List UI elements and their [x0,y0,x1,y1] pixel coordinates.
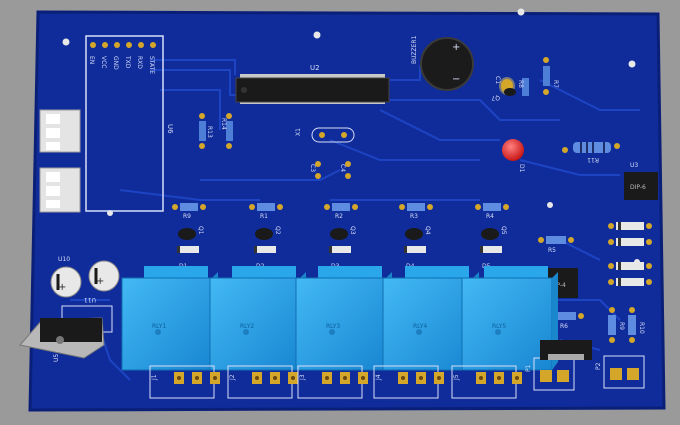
label-dip6: DIP-6 [630,184,646,191]
terminal-j-2: J2 [227,365,298,399]
label-r14: R14 [220,118,227,130]
label-j-5: J5 [453,374,460,381]
capacitor-c4: C4 [339,161,351,179]
q7-transistor: Q7 [491,88,516,101]
label-r-4: R3 [410,213,418,220]
optocoupler-u3: DIP-6 U3 [624,162,658,200]
label-q-5: Q5 [500,226,507,235]
relay-2: RLY2 [209,266,306,371]
label-c4: C4 [339,164,346,172]
label-q7: Q7 [491,94,500,101]
svg-text:−: − [452,74,460,85]
bt-pin-txd: TXD [124,55,131,69]
label-c1: C1 [494,76,501,84]
capacitor-c3: C3 [309,161,321,179]
label-u10: U10 [58,256,70,263]
bt-pin-vcc: VCC [100,56,107,68]
small-regulator [540,340,592,360]
label-u11: U11 [84,296,96,303]
label-d1-led: D1 [518,164,525,173]
buzzer: + − BUZZER1 [411,35,474,91]
label-r-2: R1 [260,213,268,220]
svg-text:+: + [96,276,104,287]
label-r11: R11 [587,156,599,163]
label-relay-3: RLY3 [326,323,340,330]
capacitor-u10: + U10 [50,256,82,298]
svg-text:+: + [452,42,460,53]
terminal-j-5: J5 [451,365,522,399]
label-j-4: J4 [375,374,382,381]
label-u6: U6 [166,124,174,134]
label-dip4: DIP-4 [550,282,566,289]
r13-resistor: R13 [199,113,213,149]
label-p2: P2 [595,362,602,370]
label-r-5: R4 [486,213,494,220]
label-u2: U2 [310,64,320,72]
label-relay-4: RLY4 [413,323,427,330]
r9-right-resistor: R9 [608,307,625,343]
bt-pin-gnd: GND [112,56,119,70]
diode-column [608,222,652,286]
label-r-1: R9 [183,213,191,220]
bluetooth-module-u6: STATE RXD TXD GND VCC EN U6 [85,35,174,212]
relay-1: RLY1 [121,266,218,371]
label-r5: R5 [548,247,556,254]
capacitor-u11: + U11 [84,260,120,303]
crystal-x1: X1 [295,127,355,143]
label-q-4: Q4 [424,226,431,235]
label-r8: R8 [517,80,524,88]
label-q-3: Q3 [349,226,356,235]
terminal-j-4: J4 [373,365,444,399]
label-u3: U3 [630,162,638,169]
jst-connector-top [39,109,81,153]
terminal-p2: P2 [595,355,645,389]
label-j-3: J3 [299,374,306,381]
label-relay-5: RLY5 [492,323,506,330]
regulator-u5: U5 [19,305,113,362]
label-p1: P1 [525,364,532,372]
r10-resistor: R10 [628,307,645,343]
relay-5: RLY5 [461,266,558,371]
r7-resistor: R7 [543,57,559,95]
relay-4: RLY4 [382,266,479,371]
label-r13: R13 [206,126,213,138]
label-j-2: J2 [229,374,236,381]
label-r-3: R2 [335,213,343,220]
label-q-1: Q1 [197,226,204,235]
relay-row: RLY1 RLY2 RLY3 RLY4 RLY5 [121,266,558,371]
r5-resistor: R5 [538,236,574,254]
label-r7: R7 [552,80,559,88]
terminal-j-3: J3 [297,365,368,399]
label-relay-2: RLY2 [240,323,254,330]
label-buzzer: BUZZER1 [411,35,418,64]
microcontroller-u2: U2 [235,64,390,104]
relay-3: RLY3 [295,266,392,371]
bt-pin-en: EN [88,56,95,64]
r11-resistor: R11 [562,142,620,163]
label-relay-1: RLY1 [152,323,166,330]
red-led-d1: D1 [502,139,525,173]
label-q-2: Q2 [274,226,281,235]
label-r10: R10 [638,322,645,334]
label-r6: R6 [560,323,568,330]
label-u5: U5 [53,354,60,362]
svg-text:+: + [58,282,66,293]
terminal-j-1: J1 [149,365,220,399]
copper-traces [70,59,640,381]
label-r9-right: R9 [618,322,625,330]
jst-connector-bottom [39,167,81,213]
terminal-row: J1 J2 J3 J4 J5 [149,365,522,399]
label-c3: C3 [309,164,316,172]
bt-pin-rxd: RXD [136,56,143,69]
label-x1: X1 [295,128,302,136]
r8-resistor: R8 [517,78,529,96]
bt-pin-state: STATE [148,56,155,74]
r14-resistor: R14 [220,113,233,149]
label-j-1: J1 [151,374,158,381]
